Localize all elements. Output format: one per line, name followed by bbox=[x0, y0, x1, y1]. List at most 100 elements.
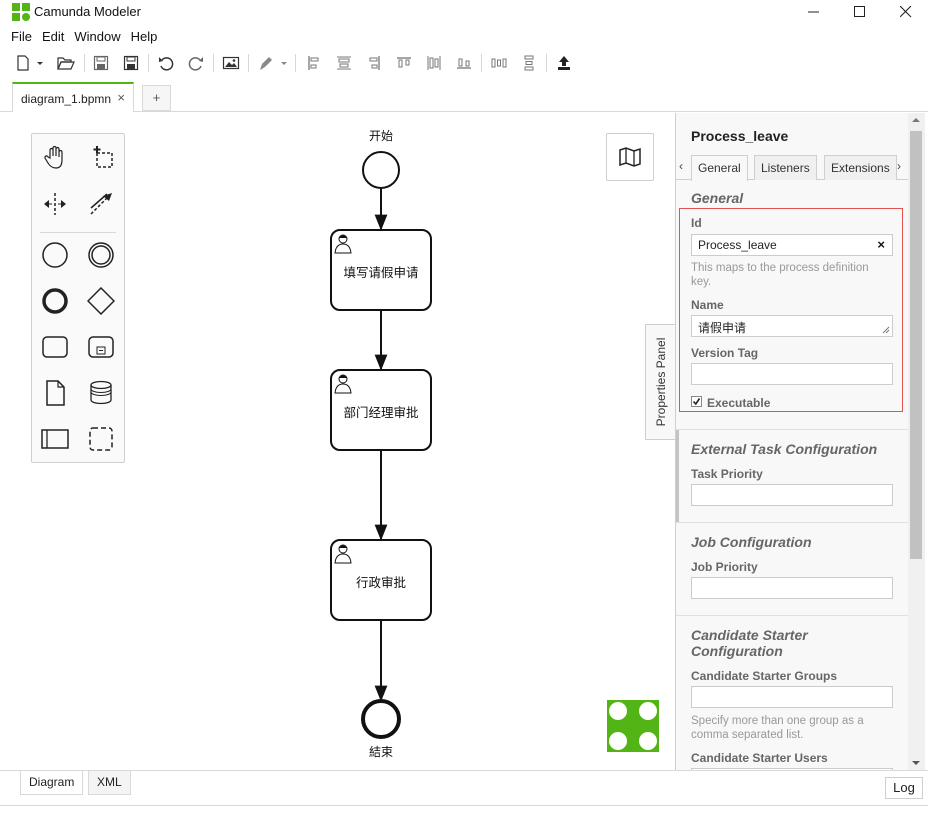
end-event-icon bbox=[42, 288, 68, 314]
pool-icon bbox=[41, 429, 69, 449]
create-subprocess[interactable] bbox=[85, 331, 117, 363]
create-data-object[interactable] bbox=[39, 377, 71, 409]
create-task[interactable] bbox=[39, 331, 71, 363]
save-icon bbox=[93, 55, 109, 71]
properties-panel-toggle[interactable]: Properties Panel bbox=[645, 324, 675, 440]
task-label: 行政审批 bbox=[355, 576, 406, 590]
align-left-icon bbox=[308, 56, 319, 70]
menu-file[interactable]: File bbox=[11, 29, 32, 44]
end-event[interactable] bbox=[361, 699, 401, 739]
create-data-store[interactable] bbox=[85, 377, 117, 409]
create-intermediate-event[interactable] bbox=[85, 239, 117, 271]
tab-label: diagram_1.bpmn bbox=[21, 92, 112, 106]
resize-grip-icon[interactable] bbox=[882, 326, 890, 334]
group-divider bbox=[676, 522, 908, 523]
properties-panel: Process_leave ‹ General Listeners Extens… bbox=[675, 113, 908, 770]
create-group[interactable] bbox=[85, 423, 117, 455]
start-event[interactable] bbox=[362, 151, 400, 189]
scrollbar-thumb[interactable] bbox=[910, 131, 922, 559]
menu-window[interactable]: Window bbox=[74, 29, 121, 44]
create-pool[interactable] bbox=[39, 423, 71, 455]
candidate-users-input[interactable] bbox=[691, 768, 893, 770]
space-tool[interactable] bbox=[39, 188, 71, 220]
version-tag-input[interactable] bbox=[691, 363, 893, 385]
align-center-button[interactable] bbox=[333, 52, 355, 74]
save-as-button[interactable] bbox=[120, 52, 142, 74]
id-value: Process_leave bbox=[698, 238, 777, 252]
tab-diagram-file[interactable]: diagram_1.bpmn × bbox=[12, 82, 134, 112]
minimap-toggle-button[interactable] bbox=[606, 133, 654, 181]
tab-listeners[interactable]: Listeners bbox=[754, 155, 817, 180]
log-button[interactable]: Log bbox=[885, 777, 923, 799]
lasso-tool[interactable] bbox=[85, 141, 117, 173]
save-as-icon bbox=[123, 55, 139, 71]
new-tab-button[interactable]: + bbox=[142, 85, 171, 111]
id-input[interactable]: Process_leave × bbox=[691, 234, 893, 256]
tab-xml-view[interactable]: XML bbox=[88, 771, 131, 795]
tab-close-icon[interactable]: × bbox=[117, 90, 125, 105]
close-window-button[interactable] bbox=[884, 0, 928, 24]
minimize-button[interactable] bbox=[792, 0, 836, 24]
undo-button[interactable] bbox=[155, 52, 177, 74]
user-task-2[interactable] bbox=[330, 369, 432, 451]
hand-tool[interactable] bbox=[39, 141, 71, 173]
tab-diagram-view[interactable]: Diagram bbox=[20, 771, 84, 795]
scroll-down-icon[interactable] bbox=[912, 760, 920, 766]
job-priority-label: Job Priority bbox=[691, 560, 758, 574]
align-top-button[interactable] bbox=[393, 52, 415, 74]
group-icon bbox=[89, 427, 113, 451]
toolbar-separator bbox=[84, 54, 85, 72]
tab-extensions[interactable]: Extensions bbox=[824, 155, 897, 180]
name-textarea[interactable]: 请假申请 bbox=[691, 315, 893, 337]
bpmn-io-logo bbox=[607, 700, 659, 752]
distribute-vertical-button[interactable] bbox=[518, 52, 540, 74]
candidate-groups-hint: Specify more than one group as a comma s… bbox=[691, 715, 864, 741]
undo-icon bbox=[159, 57, 174, 71]
candidate-groups-input[interactable] bbox=[691, 686, 893, 708]
tabs-scroll-right-icon[interactable]: › bbox=[897, 159, 901, 173]
save-button[interactable] bbox=[90, 52, 112, 74]
user-task-icon bbox=[334, 374, 352, 394]
job-priority-input[interactable] bbox=[691, 577, 893, 599]
tool-palette bbox=[31, 133, 125, 463]
connect-icon bbox=[90, 193, 112, 215]
align-bottom-button[interactable] bbox=[453, 52, 475, 74]
export-image-button[interactable] bbox=[220, 52, 242, 74]
tab-general[interactable]: General bbox=[691, 155, 748, 181]
highlight-box bbox=[679, 208, 903, 412]
executable-checkbox[interactable] bbox=[691, 396, 702, 407]
data-store-icon bbox=[90, 380, 112, 405]
scroll-up-icon[interactable] bbox=[912, 117, 920, 123]
start-event-icon bbox=[42, 242, 68, 268]
global-connect-tool[interactable] bbox=[85, 188, 117, 220]
bottom-bar: Diagram XML Log bbox=[0, 770, 928, 824]
align-middle-button[interactable] bbox=[423, 52, 445, 74]
redo-button[interactable] bbox=[185, 52, 207, 74]
color-picker-button[interactable] bbox=[255, 52, 289, 74]
group-heading-general: General bbox=[691, 190, 744, 206]
create-start-event[interactable] bbox=[39, 239, 71, 271]
user-task-3[interactable] bbox=[330, 539, 432, 621]
align-middle-icon bbox=[427, 56, 441, 70]
create-gateway[interactable] bbox=[85, 285, 117, 317]
maximize-button[interactable] bbox=[838, 0, 882, 24]
open-file-button[interactable] bbox=[55, 52, 77, 74]
tabs-scroll-left-icon[interactable]: ‹ bbox=[679, 159, 683, 173]
candidate-users-label: Candidate Starter Users bbox=[691, 751, 828, 765]
clear-id-icon[interactable]: × bbox=[877, 237, 885, 252]
user-task-1[interactable] bbox=[330, 229, 432, 311]
menu-edit[interactable]: Edit bbox=[41, 29, 65, 44]
lasso-icon bbox=[93, 146, 113, 168]
align-left-button[interactable] bbox=[303, 52, 325, 74]
title-bar: Camunda Modeler bbox=[0, 0, 928, 26]
menu-help[interactable]: Help bbox=[130, 29, 158, 44]
align-right-button[interactable] bbox=[363, 52, 385, 74]
distribute-horizontal-button[interactable] bbox=[488, 52, 510, 74]
task-priority-input[interactable] bbox=[691, 484, 893, 506]
properties-scrollbar[interactable] bbox=[908, 113, 925, 770]
create-end-event[interactable] bbox=[39, 285, 71, 317]
deploy-button[interactable] bbox=[553, 52, 575, 74]
new-file-button[interactable] bbox=[12, 52, 46, 74]
distribute-vertical-icon bbox=[524, 55, 534, 71]
